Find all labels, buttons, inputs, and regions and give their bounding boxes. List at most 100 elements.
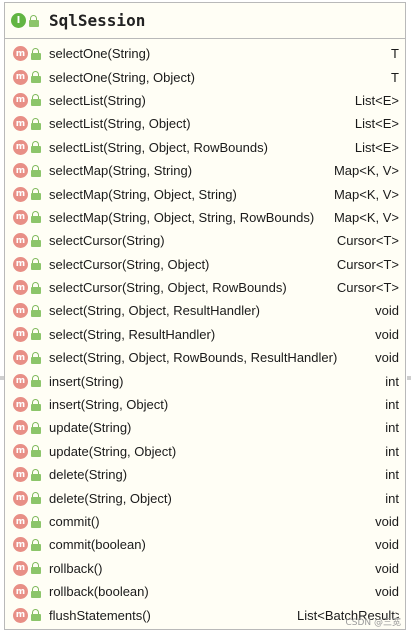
lock-icon: [31, 258, 41, 271]
method-icon: m: [13, 350, 28, 366]
lock-icon: [31, 304, 41, 317]
lock-icon: [31, 585, 41, 598]
method-icon: m: [13, 607, 28, 623]
return-type: List<BatchResult>: [297, 607, 399, 623]
method-icon: m: [13, 303, 28, 319]
return-type: int: [385, 373, 399, 389]
return-type: void: [375, 350, 399, 366]
interface-icon: I: [11, 13, 26, 28]
return-type: void: [375, 537, 399, 553]
return-type: int: [385, 420, 399, 436]
method-signature: selectCursor(String, Object): [49, 256, 210, 272]
lock-icon: [31, 211, 41, 224]
method-signature: update(String): [49, 420, 132, 436]
method-signature: selectList(String, Object): [49, 116, 191, 132]
method-row[interactable]: m select(String, Object, RowBounds, Resul…: [5, 346, 405, 369]
method-icon: m: [13, 490, 28, 506]
method-icon: m: [13, 139, 28, 155]
method-icon: m: [13, 560, 28, 576]
method-icon: m: [13, 69, 28, 85]
method-icon: m: [13, 209, 28, 225]
method-signature: selectOne(String): [49, 46, 151, 62]
resize-handle-left[interactable]: [0, 376, 4, 380]
return-type: Map<K, V>: [333, 209, 399, 225]
return-type: Map<K, V>: [333, 163, 399, 179]
method-row[interactable]: m rollback() void: [5, 557, 405, 580]
lock-icon: [31, 164, 41, 177]
method-icon: m: [13, 467, 28, 483]
class-header[interactable]: I SqlSession: [5, 3, 405, 39]
return-type: void: [375, 326, 399, 342]
lock-icon: [31, 234, 41, 247]
method-row[interactable]: m flushStatements() List<BatchResult>: [5, 603, 405, 626]
method-signature: flushStatements(): [49, 607, 151, 623]
lock-icon: [29, 14, 39, 27]
method-icon: m: [13, 280, 28, 296]
method-icon: m: [13, 420, 28, 436]
method-row[interactable]: m selectCursor(String, Object) Cursor<T>: [5, 253, 405, 276]
return-type: Cursor<T>: [336, 256, 399, 272]
lock-icon: [31, 117, 41, 130]
method-icon: m: [13, 256, 28, 272]
lock-icon: [31, 445, 41, 458]
lock-icon: [31, 71, 41, 84]
lock-icon: [31, 351, 41, 364]
method-row[interactable]: m selectCursor(String) Cursor<T>: [5, 229, 405, 252]
method-signature: commit(boolean): [49, 537, 146, 553]
method-signature: delete(String, Object): [49, 490, 172, 506]
method-icon: m: [13, 92, 28, 108]
method-row[interactable]: m update(String) int: [5, 416, 405, 439]
method-signature: select(String, ResultHandler): [49, 326, 216, 342]
return-type: void: [375, 560, 399, 576]
return-type: List<E>: [354, 116, 399, 132]
method-signature: rollback(boolean): [49, 584, 149, 600]
method-signature: selectMap(String, Object, String): [49, 186, 237, 202]
method-signature: select(String, Object, RowBounds, Result…: [49, 350, 338, 366]
lock-icon: [31, 609, 41, 622]
resize-handle-right[interactable]: [407, 376, 411, 380]
method-signature: selectCursor(String): [49, 233, 165, 249]
lock-icon: [31, 94, 41, 107]
return-type: Cursor<T>: [336, 233, 399, 249]
method-icon: m: [13, 514, 28, 529]
lock-icon: [31, 468, 41, 481]
method-icon: m: [13, 163, 28, 179]
watermark: CSDN @三宽: [345, 618, 401, 628]
method-signature: rollback(): [49, 560, 103, 576]
lock-icon: [31, 492, 41, 505]
return-type: List<E>: [354, 139, 399, 155]
method-row[interactable]: m selectOne(String, Object) T: [5, 65, 405, 88]
method-signature: selectOne(String, Object): [49, 69, 195, 85]
method-icon: m: [13, 373, 28, 389]
return-type: Map<K, V>: [333, 186, 399, 202]
return-type: int: [385, 443, 399, 459]
method-icon: m: [13, 233, 28, 249]
return-type: void: [375, 303, 399, 319]
return-type: T: [391, 69, 399, 85]
method-row[interactable]: m selectMap(String, Object, String, RowBo…: [5, 206, 405, 229]
method-signature: selectList(String): [49, 92, 146, 108]
method-signature: selectMap(String, Object, String, RowBou…: [49, 209, 315, 225]
lock-icon: [31, 188, 41, 201]
lock-icon: [31, 398, 41, 411]
method-icon: m: [13, 584, 28, 600]
